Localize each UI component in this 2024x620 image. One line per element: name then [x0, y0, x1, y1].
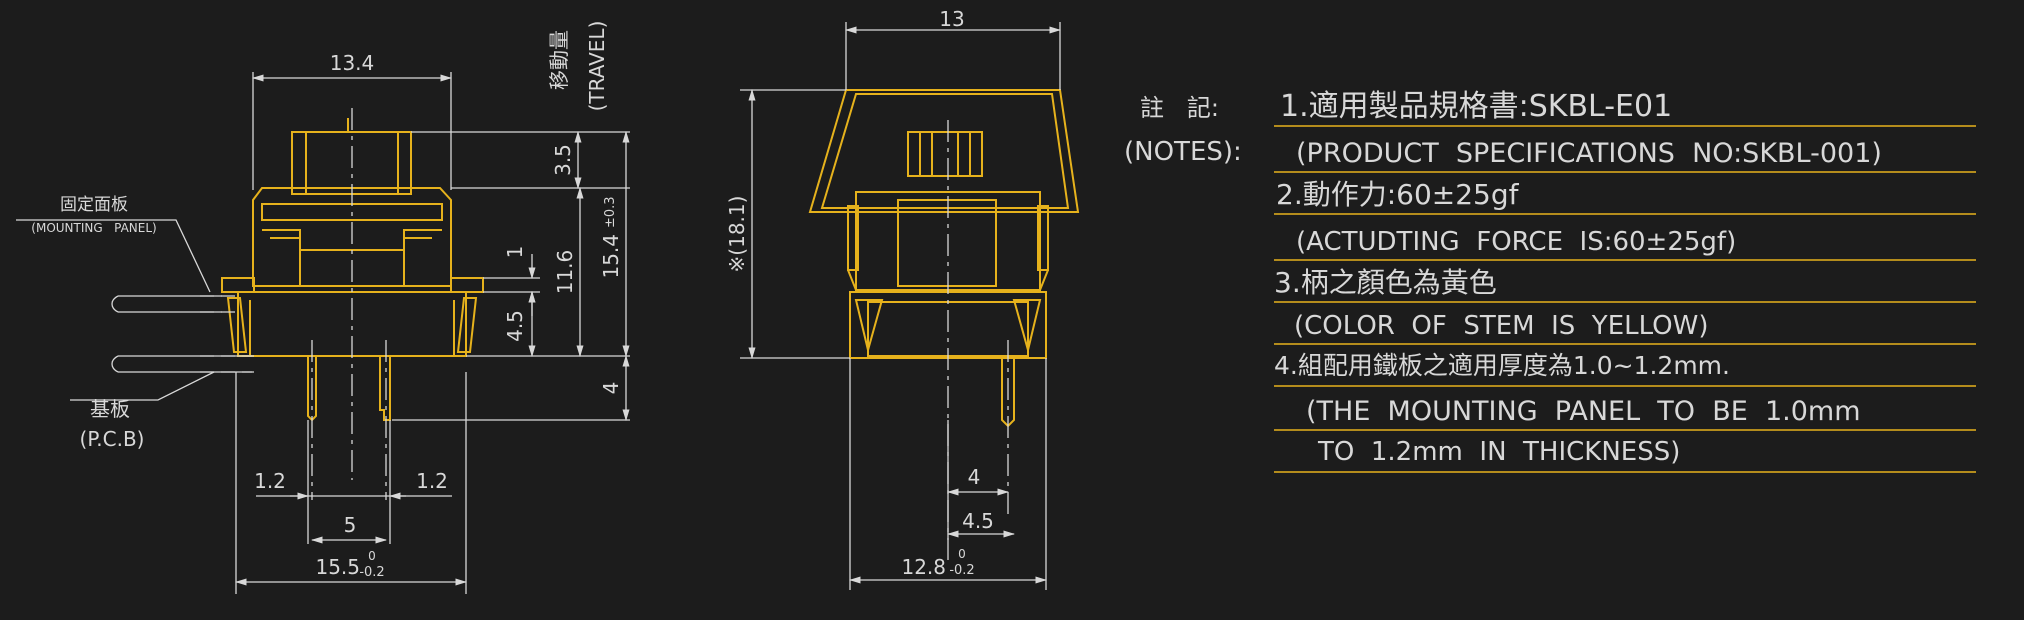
middle-dimension-lines: [740, 22, 1062, 590]
dim-total-height: 15.4: [599, 234, 623, 279]
dim-4-5-left: 4.5: [503, 310, 527, 342]
note-line-2: (PRODUCT SPECIFICATIONS NO:SKBL-001): [1296, 138, 1882, 169]
notes-header-en: (NOTES):: [1124, 137, 1242, 167]
dim-top-width: 13.4: [330, 51, 375, 75]
dim-total-height-tol: ±0.3: [603, 196, 618, 228]
dim-mid-height: ※(18.1): [725, 196, 749, 273]
dim-base-width: 15.5: [315, 555, 360, 579]
middle-center-lines: [947, 120, 1009, 560]
note-line-8: (THE MOUNTING PANEL TO BE 1.0mm: [1306, 396, 1861, 427]
note-line-9: TO 1.2mm IN THICKNESS): [1317, 437, 1680, 467]
dim-mid-base-tol-upper: 0: [958, 547, 966, 561]
dim-mid-base-tol-lower: -0.2: [949, 563, 974, 578]
notes-header-cn: 註 記:: [1140, 94, 1219, 122]
middle-switch-drawing: [808, 89, 1080, 428]
note-line-7: 4.組配用鐵板之適用厚度為1.0~1.2mm.: [1274, 351, 1730, 380]
travel-label-en: (TRAVEL): [585, 21, 609, 112]
left-dimension-lines: [16, 72, 630, 594]
mounting-panel-label-cn: 固定面板: [60, 195, 128, 215]
note-line-3: 2.動作力:60±25gf: [1276, 178, 1520, 211]
note-line-4: (ACTUDTING FORCE IS:60±25gf): [1296, 227, 1736, 257]
notes-block: 註 記: (NOTES): 1.適用製品規格書:SKBL-E01 (PRODUC…: [1124, 89, 1976, 473]
dim-base-tol-upper: 0: [368, 549, 376, 563]
note-line-1: 1.適用製品規格書:SKBL-E01: [1280, 89, 1672, 124]
dim-base-tol-lower: -0.2: [359, 565, 384, 580]
dim-mid-top-width: 13: [939, 7, 964, 31]
pcb-label-en: (P.C.B): [80, 427, 145, 451]
travel-label-cn: 移動量: [547, 30, 571, 90]
dim-1: 1: [503, 246, 527, 259]
note-line-5: 3.柄之顏色為黃色: [1274, 266, 1497, 299]
dim-height-above: 11.6: [553, 250, 577, 295]
left-panel-lines: [111, 295, 254, 373]
dim-pin-left: 1.2: [254, 469, 286, 493]
pcb-label-cn: 基板: [90, 397, 130, 421]
dim-pin-right: 1.2: [416, 469, 448, 493]
dim-mid-4: 4: [968, 465, 981, 489]
dim-travel: 3.5: [551, 144, 575, 176]
mounting-panel-label-en: (MOUNTING PANEL): [31, 221, 156, 235]
left-center-lines: [311, 108, 387, 500]
dim-mid-base-width: 12.8: [901, 555, 946, 579]
dim-pin-pitch: 5: [344, 513, 357, 537]
note-line-6: (COLOR OF STEM IS YELLOW): [1294, 311, 1708, 341]
left-dimension-texts: 13.4 3.5 1 11.6 4.5 15.4 ±0.3 4 1.2 1.2 …: [31, 21, 623, 580]
dim-mid-4-5: 4.5: [962, 509, 994, 533]
middle-dimension-texts: 13 ※(18.1) 4 4.5 12.8 0 -0.2: [725, 7, 994, 579]
dim-pin-length: 4: [599, 382, 623, 395]
